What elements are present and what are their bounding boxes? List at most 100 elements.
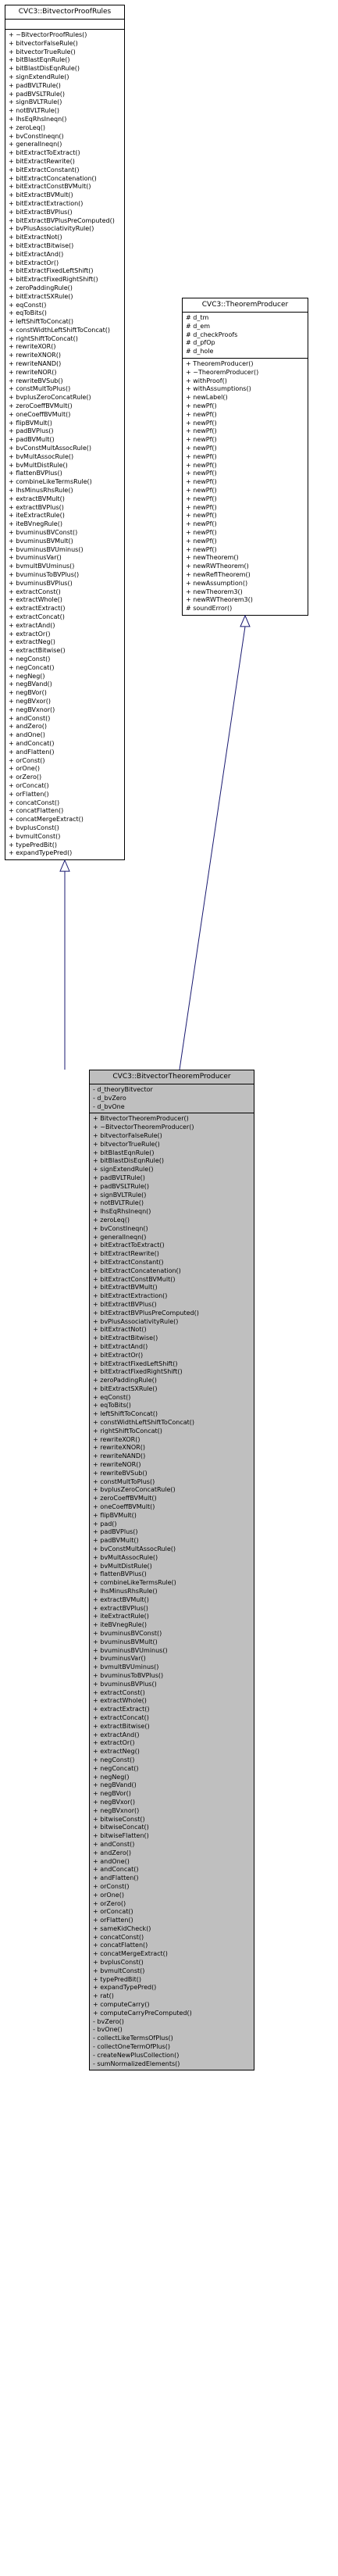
attribute-row: # d_checkProofs [186, 330, 238, 338]
method-row: + extractBVPlus() [9, 503, 64, 511]
method-row: + bitvectorFalseRule() [9, 39, 78, 47]
attribute-row: # d_tm [186, 314, 209, 321]
method-row: + negBVand() [93, 1781, 137, 1789]
method-row: + newAssumption() [186, 579, 248, 587]
method-row: + zeroPaddingRule() [93, 1377, 157, 1384]
method-row: + andOne() [93, 1857, 130, 1865]
attribute-row: # d_pfOp [186, 339, 215, 347]
method-row: + extractConcat() [9, 613, 65, 620]
method-row: + zeroLeq() [93, 1216, 130, 1224]
method-row: + bitExtractSXRule() [9, 292, 73, 300]
method-row: + newReflTheorem() [186, 570, 251, 578]
method-row: + bitExtractConstBVMult() [93, 1275, 176, 1283]
method-row: + expandTypePred() [93, 1984, 157, 1992]
method-row: + bitExtractSXRule() [93, 1384, 158, 1392]
method-row: + newPf() [186, 537, 217, 545]
method-row: + rewriteXNOR() [93, 1444, 145, 1452]
method-row: + bitExtractFixedLeftShift() [93, 1359, 178, 1367]
method-row: + orOne() [9, 765, 40, 773]
method-row: + generalIneqn() [9, 141, 62, 148]
method-row: + rat() [93, 1992, 114, 2000]
method-row: + negBVand() [9, 681, 52, 688]
method-row: + andFlatten() [9, 748, 55, 756]
method-row: + constMultToPlus() [93, 1477, 155, 1485]
attributes-section [5, 20, 124, 30]
method-row: + padBVPlus() [93, 1528, 138, 1536]
method-row: + bitExtractExtraction() [93, 1292, 168, 1300]
attribute-row: - d_bvOne [93, 1102, 125, 1110]
method-row: + ~BitvectorTheoremProducer() [93, 1124, 194, 1131]
method-row: + newTheorem3() [186, 588, 243, 595]
method-row: + bvmultConst() [93, 1967, 145, 1974]
method-row: + oneCoeffBVMult() [93, 1503, 155, 1511]
method-row: + rewriteNOR() [9, 368, 57, 376]
method-row: + newPf() [186, 436, 217, 444]
method-row: + bvPlusAssociativityRule() [93, 1317, 179, 1325]
method-row: + andZero() [9, 723, 47, 731]
method-row: + concatFlatten() [9, 807, 64, 815]
method-row: + padBVSLTRule() [93, 1182, 149, 1190]
method-row: + bitExtractExtraction() [9, 199, 84, 207]
method-row: + bvuminusBVMult() [9, 537, 73, 545]
method-row: + andOne() [9, 731, 45, 739]
method-row: + extractNeg() [93, 1748, 140, 1756]
method-row: + newRWTheorem3() [186, 596, 253, 604]
class-title: CVC3::BitvectorProofRules [5, 5, 124, 20]
method-row: + bvplusZeroConcatRule() [9, 394, 91, 402]
method-row: + computeCarry() [93, 2001, 150, 2009]
method-row: + bitvectorTrueRule() [93, 1140, 160, 1148]
method-row: + extractNeg() [9, 638, 55, 646]
method-row: + iteBVnegRule() [93, 1621, 147, 1629]
method-row: + signBVLTRule() [93, 1191, 147, 1199]
method-row: + bvuminusVar() [93, 1655, 146, 1663]
method-row: + negNeg() [9, 672, 45, 680]
method-row: + bvuminusBVUminus() [9, 545, 84, 553]
method-row: + rightShiftToConcat() [9, 334, 78, 342]
method-row: + bitExtractRewrite() [93, 1250, 159, 1258]
method-row: + extractBVPlus() [93, 1604, 148, 1612]
method-row: + newPf() [186, 486, 217, 494]
method-row: + bvuminusBVConst() [9, 529, 78, 537]
method-row: + iteExtractRule() [9, 512, 65, 520]
method-row: + bitExtractBVMult() [93, 1284, 158, 1292]
method-row: - createNewPlusCollection() [93, 2051, 180, 2059]
method-row: + extractOr() [93, 1739, 135, 1747]
method-row: + bitExtractConcatenation() [93, 1267, 181, 1274]
method-row: + concatConst() [93, 1933, 144, 1941]
method-row: + padBVMult() [93, 1537, 139, 1545]
method-row: + leftShiftToConcat() [9, 318, 74, 326]
method-row: + rewriteNAND() [93, 1452, 146, 1460]
method-row: + newPf() [186, 512, 217, 520]
method-row: + bvmultBVUminus() [93, 1663, 159, 1671]
method-row: + newPf() [186, 452, 217, 460]
method-row: + andFlatten() [93, 1874, 139, 1882]
method-row: + padBVMult() [9, 436, 55, 444]
method-row: + flipBVMult() [93, 1511, 137, 1519]
method-row: + ~TheoremProducer() [186, 368, 259, 376]
method-row: + lhsEqRhsIneqn() [9, 115, 67, 123]
method-row: + iteBVnegRule() [9, 520, 62, 528]
method-row: + newPf() [186, 402, 217, 409]
method-row: + padBVLTRule() [9, 81, 61, 89]
method-row: + padBVSLTRule() [9, 90, 65, 98]
method-row: + bvuminusBVMult() [93, 1638, 158, 1645]
method-row: + constWidthLeftShiftToConcat() [9, 326, 111, 334]
method-row: + computeCarryPreComputed() [93, 2009, 192, 2017]
method-row: + bvMultDistRule() [93, 1562, 152, 1570]
method-row: + negBVor() [93, 1790, 131, 1798]
method-row: + bitBlastDisEqnRule() [93, 1157, 165, 1165]
method-row: + lhsMinusRhsRule() [9, 487, 73, 495]
method-row: + zeroCoeffBVMult() [9, 402, 73, 410]
class-bitvector-proof-rules: CVC3::BitvectorProofRules + ~BitvectorPr… [5, 5, 125, 861]
method-row: + bvPlusAssociativityRule() [9, 225, 94, 233]
method-row: + combineLikeTermsRule() [93, 1579, 176, 1587]
methods-section: + BitvectorTheoremProducer()+ ~Bitvector… [90, 1113, 254, 2070]
method-row: + bitwiseFlatten() [93, 1832, 149, 1840]
method-row: + bitExtractOr() [9, 259, 59, 266]
method-row: + bitExtractConstant() [9, 166, 80, 173]
method-row: + orConcat() [9, 781, 49, 789]
method-row: + iteExtractRule() [93, 1613, 149, 1620]
method-row: + extractBVMult() [9, 495, 65, 502]
method-row: + bvMultAssocRule() [93, 1553, 158, 1561]
method-row: + bvuminusBVPlus() [93, 1680, 157, 1688]
